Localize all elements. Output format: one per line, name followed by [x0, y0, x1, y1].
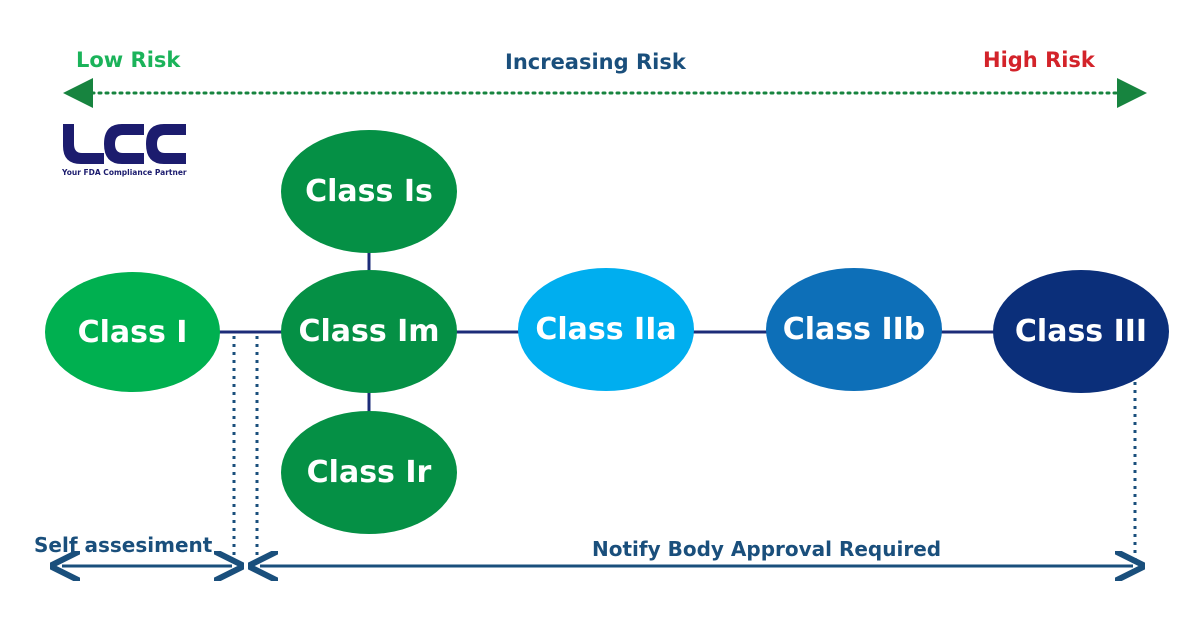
class-i-node: Class I [45, 272, 220, 392]
self-assessment-label: Self assesiment [34, 533, 213, 557]
class-iii-node: Class III [993, 270, 1169, 393]
high-risk-label: High Risk [983, 48, 1095, 72]
low-risk-label: Low Risk [76, 48, 181, 72]
notify-body-label: Notify Body Approval Required [592, 537, 942, 561]
class-ir-node: Class Ir [281, 411, 457, 534]
class-is-node: Class Is [281, 130, 457, 253]
logo-tagline: Your FDA Compliance Partner [62, 168, 187, 177]
increasing-risk-label: Increasing Risk [505, 50, 686, 74]
class-im-node: Class Im [281, 270, 457, 393]
ucc-logo [63, 124, 186, 164]
class-iia-node: Class IIa [518, 268, 694, 391]
class-iib-node: Class IIb [766, 268, 942, 391]
